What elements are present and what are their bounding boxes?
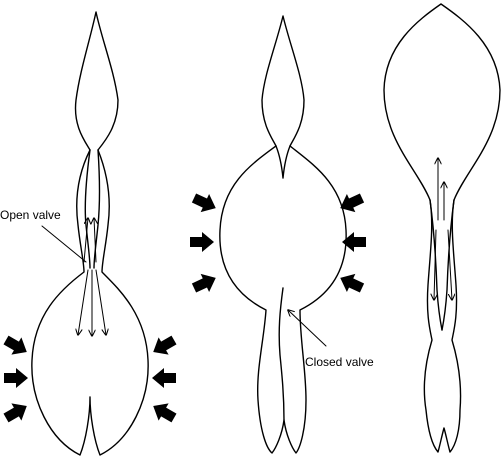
vein-right bbox=[383, 3, 501, 453]
compression-arrow bbox=[1, 397, 32, 427]
flow-arrow-down-left bbox=[434, 229, 436, 300]
flow-arrow-up-left bbox=[83, 218, 88, 263]
vein-right-valve-cusp-right bbox=[441, 199, 455, 331]
compression-arrows-left-vein bbox=[1, 331, 179, 427]
compression-arrow bbox=[4, 368, 28, 388]
compression-arrow bbox=[1, 331, 32, 361]
compression-arrow bbox=[148, 397, 179, 427]
vein-right-valve-cusp-left bbox=[429, 199, 443, 331]
compression-arrow bbox=[189, 188, 220, 218]
compression-arrows-middle-vein bbox=[189, 188, 367, 298]
vein-middle-valve-cusp-upper bbox=[275, 145, 291, 179]
open-valve-label: Open valve bbox=[0, 208, 61, 222]
compression-arrow bbox=[190, 232, 214, 252]
vein-left-valve-cusp-right bbox=[93, 149, 101, 269]
flow-arrow-down-right bbox=[447, 229, 452, 300]
closed-valve-pointer bbox=[288, 310, 327, 347]
vein-middle bbox=[219, 15, 347, 454]
flow-arrow-down-left bbox=[78, 269, 89, 335]
compression-arrow bbox=[336, 268, 367, 298]
compression-arrow bbox=[148, 331, 179, 361]
flow-arrow-down-right bbox=[95, 269, 106, 335]
vein-middle-valve-closed-leaflets bbox=[278, 287, 285, 421]
compression-arrow bbox=[152, 368, 176, 388]
compression-arrow bbox=[189, 268, 220, 298]
flow-arrow-up-right bbox=[94, 218, 96, 263]
closed-valve-label: Closed valve bbox=[305, 355, 374, 369]
vein-right-wall bbox=[383, 3, 501, 453]
open-valve-pointer bbox=[41, 225, 87, 263]
vein-left-upper-wall bbox=[31, 11, 149, 456]
vein-left bbox=[31, 11, 149, 456]
vein-left-valve-cusp-left bbox=[84, 149, 91, 269]
